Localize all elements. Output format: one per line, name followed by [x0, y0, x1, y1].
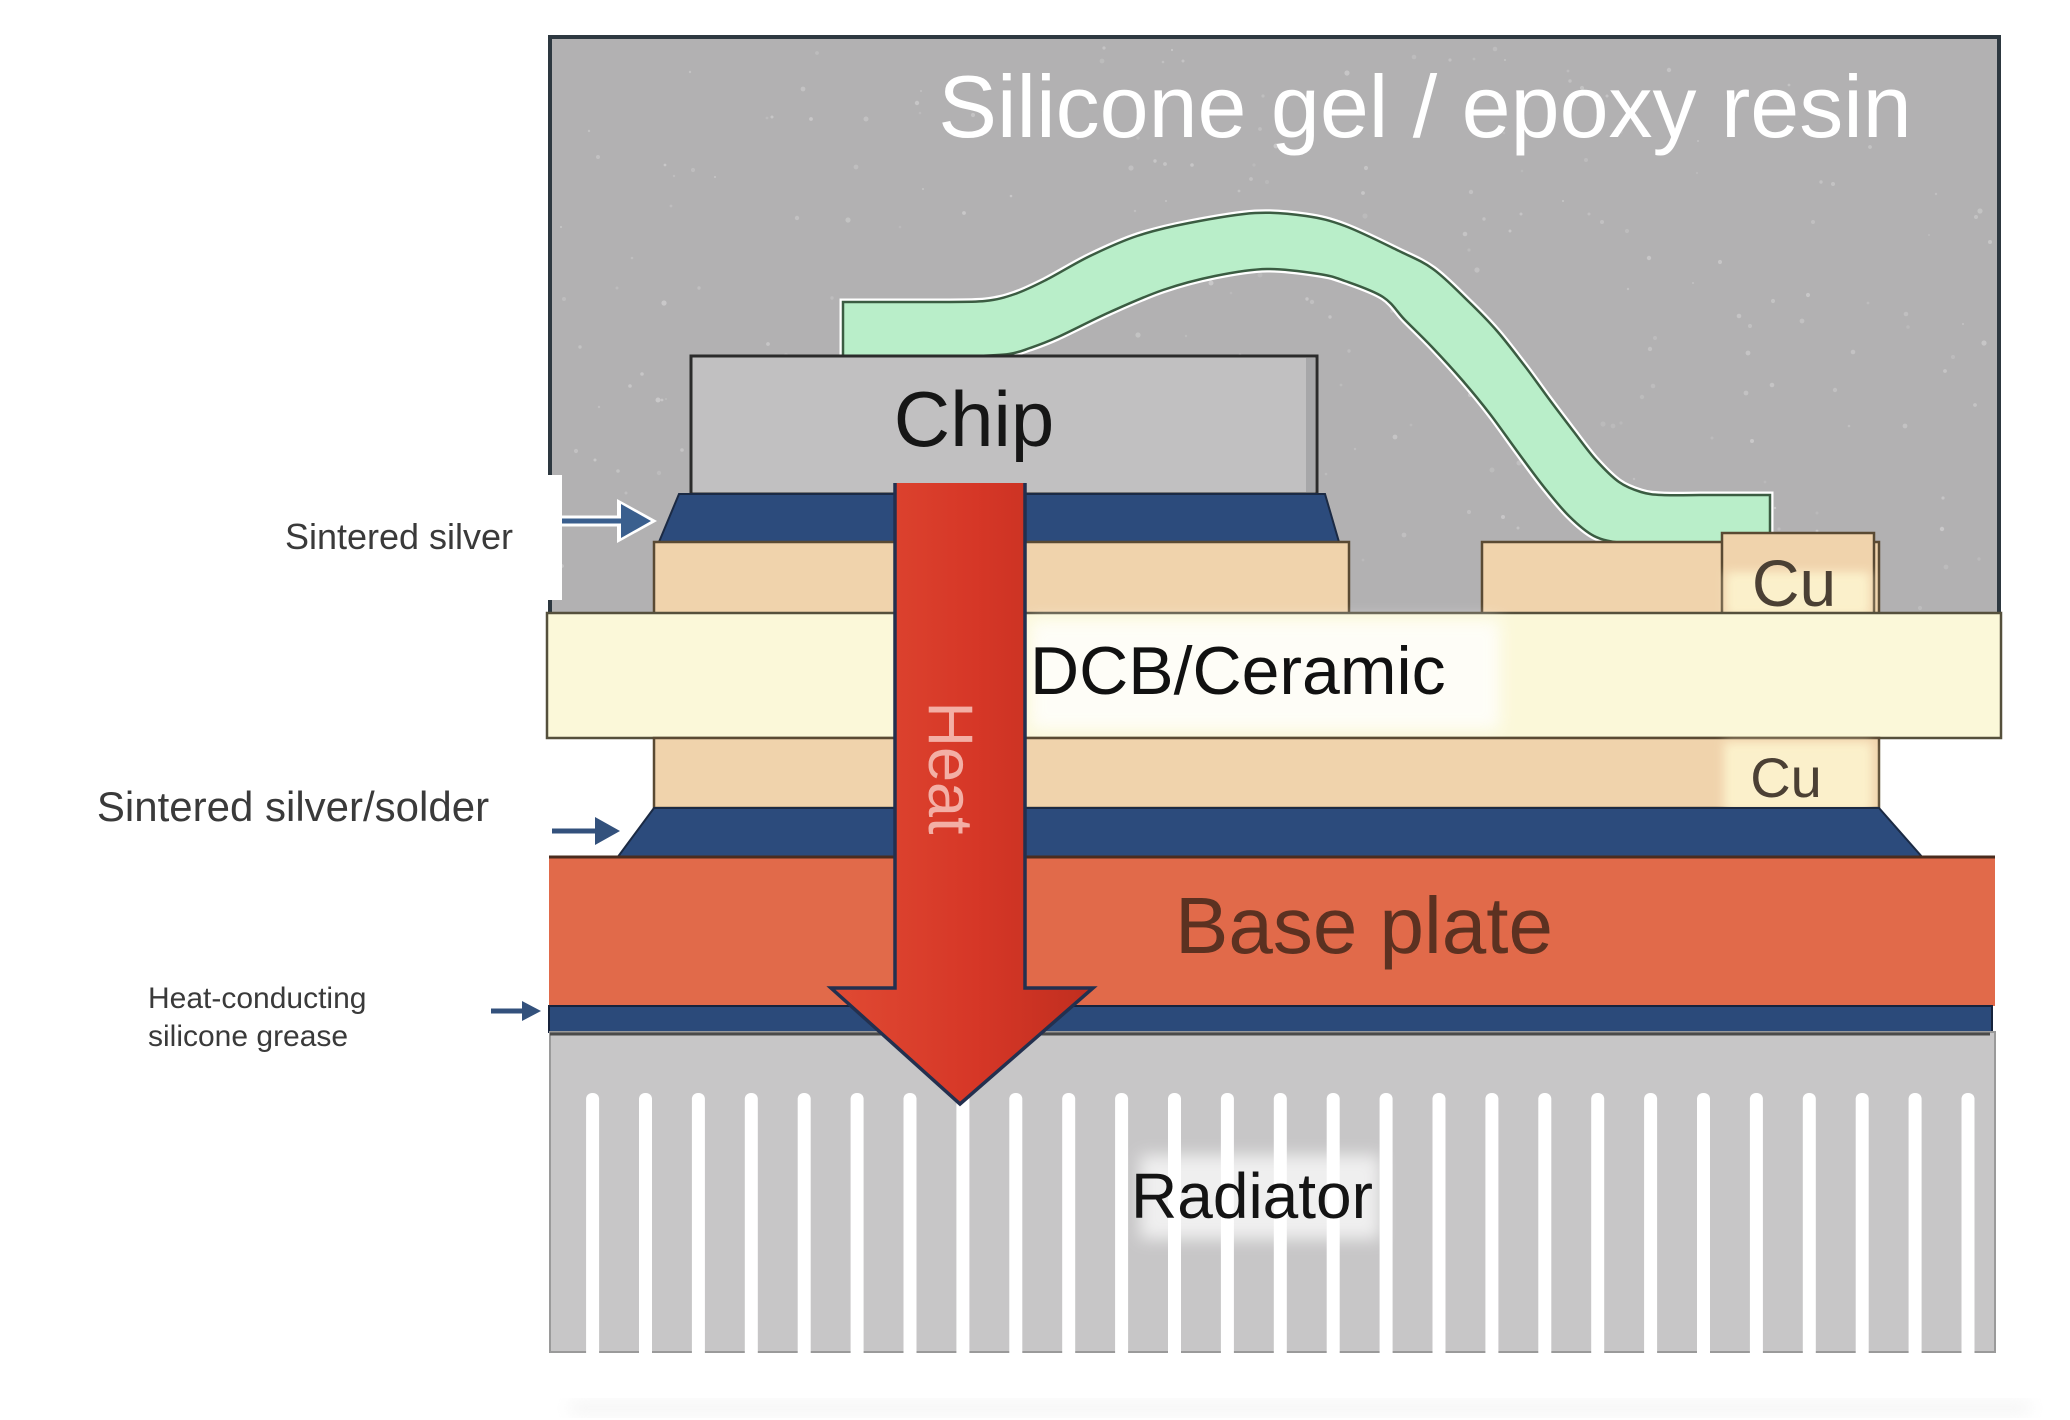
svg-text:Cu: Cu [1752, 546, 1836, 620]
svg-text:Sintered silver/solder: Sintered silver/solder [97, 783, 489, 830]
svg-text:Sintered silver: Sintered silver [285, 516, 513, 557]
svg-text:Base plate: Base plate [1175, 881, 1553, 970]
svg-text:Cu: Cu [1750, 746, 1822, 809]
svg-text:Heat: Heat [915, 701, 985, 835]
svg-text:Chip: Chip [894, 375, 1054, 463]
svg-text:DCB/Ceramic: DCB/Ceramic [1030, 633, 1446, 709]
svg-text:Heat-conducting: Heat-conducting [148, 982, 366, 1015]
svg-text:Silicone gel / epoxy resin: Silicone gel / epoxy resin [938, 57, 1911, 156]
svg-text:Radiator: Radiator [1131, 1160, 1373, 1232]
svg-text:silicone grease: silicone grease [148, 1020, 348, 1053]
